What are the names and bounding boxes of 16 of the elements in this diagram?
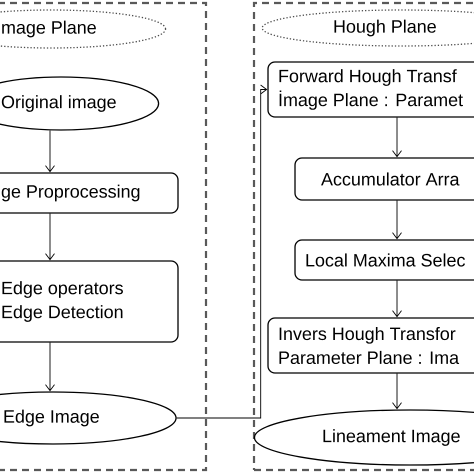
process-box: Invers Hough Transfor Parameter Plane : Ima <box>267 317 474 374</box>
process-box: ge Proprocessing <box>0 172 179 214</box>
process-box: Forward Hough Transf İmage Plane : Paramet <box>267 61 474 118</box>
arrow <box>45 213 55 260</box>
arrow <box>45 130 55 172</box>
arrow <box>392 200 402 240</box>
process-box: Accumulator Arra <box>294 157 474 201</box>
dashed-panel <box>252 2 474 472</box>
dashed-panel <box>0 2 208 472</box>
process-box: Local Maxima Selec <box>294 239 474 281</box>
process-box: Edge operators Edge Detection <box>0 260 179 343</box>
arrow <box>176 84 268 418</box>
arrow <box>392 373 402 410</box>
arrow <box>45 342 55 392</box>
arrow <box>392 280 402 318</box>
arrow <box>392 117 402 158</box>
